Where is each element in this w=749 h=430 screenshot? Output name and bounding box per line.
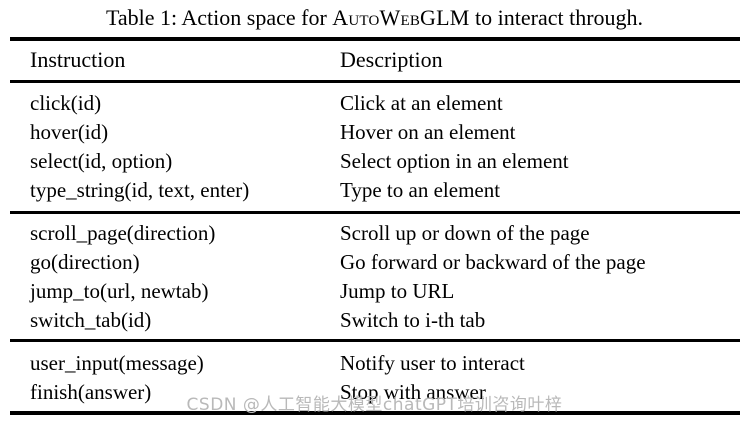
cell-instruction: user_input(message) <box>30 351 204 375</box>
cell-description: Jump to URL <box>340 279 455 303</box>
table-header-row: Instruction Description <box>0 45 749 79</box>
cell-instruction: jump_to(url, newtab) <box>30 279 209 303</box>
table-row: jump_to(url, newtab) Jump to URL <box>0 276 749 306</box>
cell-description: Stop with answer <box>340 380 486 404</box>
cell-description: Go forward or backward of the page <box>340 250 646 274</box>
caption-model-name: AutoWebGLM <box>332 5 470 30</box>
table-row: go(direction) Go forward or backward of … <box>0 247 749 277</box>
cell-description: Notify user to interact <box>340 351 525 375</box>
cell-instruction: click(id) <box>30 91 102 115</box>
cell-description: Scroll up or down of the page <box>340 221 590 245</box>
column-header-description: Description <box>340 47 443 72</box>
cell-description: Click at an element <box>340 91 503 115</box>
table-row: scroll_page(direction) Scroll up or down… <box>0 218 749 248</box>
cell-instruction: go(direction) <box>30 250 140 274</box>
table-rule-header <box>10 80 740 83</box>
cell-description: Type to an element <box>340 178 501 202</box>
table-row: user_input(message) Notify user to inter… <box>0 348 749 378</box>
table-rule-separator-1 <box>10 211 740 214</box>
table-row: type_string(id, text, enter) Type to an … <box>0 175 749 205</box>
table-row: switch_tab(id) Switch to i-th tab <box>0 305 749 335</box>
table-row: hover(id) Hover on an element <box>0 117 749 147</box>
table-row: click(id) Click at an element <box>0 88 749 118</box>
cell-description: Switch to i-th tab <box>340 308 486 332</box>
caption-suffix: to interact through. <box>469 5 644 30</box>
table-caption: Table 1: Action space for AutoWebGLM to … <box>0 4 749 32</box>
cell-instruction: switch_tab(id) <box>30 308 152 332</box>
table-row: finish(answer) Stop with answer <box>0 377 749 407</box>
cell-instruction: scroll_page(direction) <box>30 221 216 245</box>
cell-instruction: hover(id) <box>30 120 109 144</box>
caption-prefix: Table 1: Action space for <box>105 5 333 30</box>
table-rule-top <box>10 37 740 41</box>
cell-instruction: type_string(id, text, enter) <box>30 178 250 202</box>
table-rule-bottom <box>10 411 740 415</box>
table-rule-separator-2 <box>10 339 740 342</box>
column-header-instruction: Instruction <box>30 47 126 72</box>
cell-description: Hover on an element <box>340 120 516 144</box>
cell-instruction: select(id, option) <box>30 149 173 173</box>
table-row: select(id, option) Select option in an e… <box>0 146 749 176</box>
cell-description: Select option in an element <box>340 149 569 173</box>
cell-instruction: finish(answer) <box>30 380 152 404</box>
watermark-text: CSDN @人工智能大模型chatGPT培训咨询叶梓 <box>186 395 563 415</box>
